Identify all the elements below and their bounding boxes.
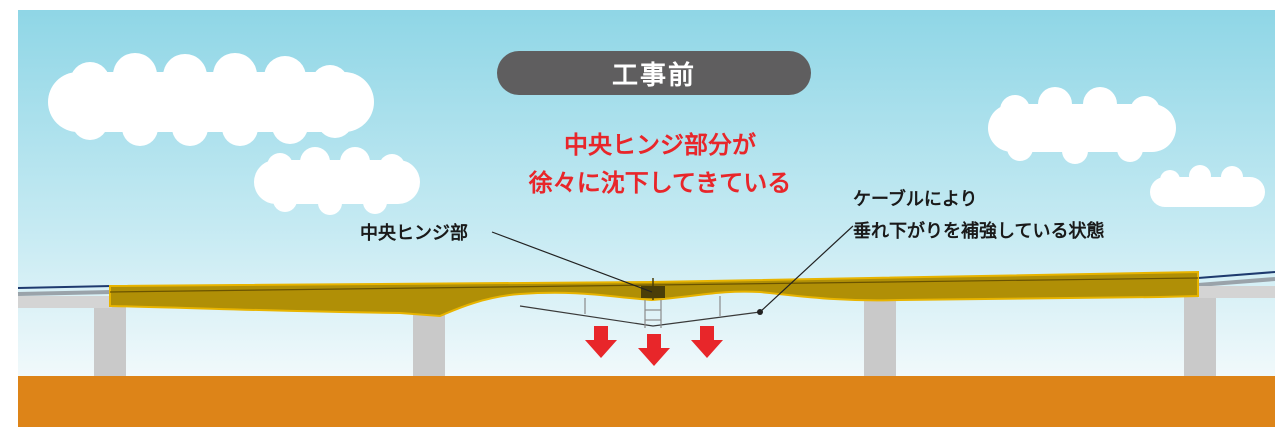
hinge-leader-line <box>491 231 653 293</box>
cable-label: ケーブルにより 垂れ下がりを補強している状態 <box>853 184 1104 248</box>
cable-leader-dot <box>757 309 763 315</box>
settlement-arrows <box>585 326 723 366</box>
cloud-right <box>988 87 1176 164</box>
bridge-piers <box>94 290 1216 376</box>
down-arrow-icon <box>638 334 670 366</box>
cloud-left <box>48 53 374 146</box>
down-arrow-icon <box>585 326 617 358</box>
cable-leader-line <box>759 225 854 313</box>
cloud-left-small <box>254 147 420 215</box>
approach-beam-right <box>1198 286 1275 298</box>
approach-beam-left <box>18 296 112 308</box>
down-arrow-icon <box>691 326 723 358</box>
road-deck-lines <box>17 271 1275 296</box>
pier <box>94 296 126 376</box>
ground <box>18 376 1275 427</box>
hinge-label: 中央ヒンジ部 <box>360 223 468 244</box>
pier <box>1184 290 1216 376</box>
settlement-note: 中央ヒンジ部分が 徐々に沈下してきている <box>470 126 850 202</box>
settlement-note-line2: 徐々に沈下してきている <box>528 169 792 197</box>
cable-label-line2: 垂れ下がりを補強している状態 <box>853 221 1105 242</box>
cable-system <box>519 296 761 328</box>
cable-label-line1: ケーブルにより <box>853 189 978 210</box>
pier <box>864 300 896 376</box>
page-title: 工事前 <box>611 60 696 91</box>
title-badge: 工事前 <box>497 51 811 95</box>
cloud-right-small <box>1150 165 1265 207</box>
girder-top-line <box>109 277 1199 293</box>
settlement-note-line1: 中央ヒンジ部分が <box>564 131 756 159</box>
